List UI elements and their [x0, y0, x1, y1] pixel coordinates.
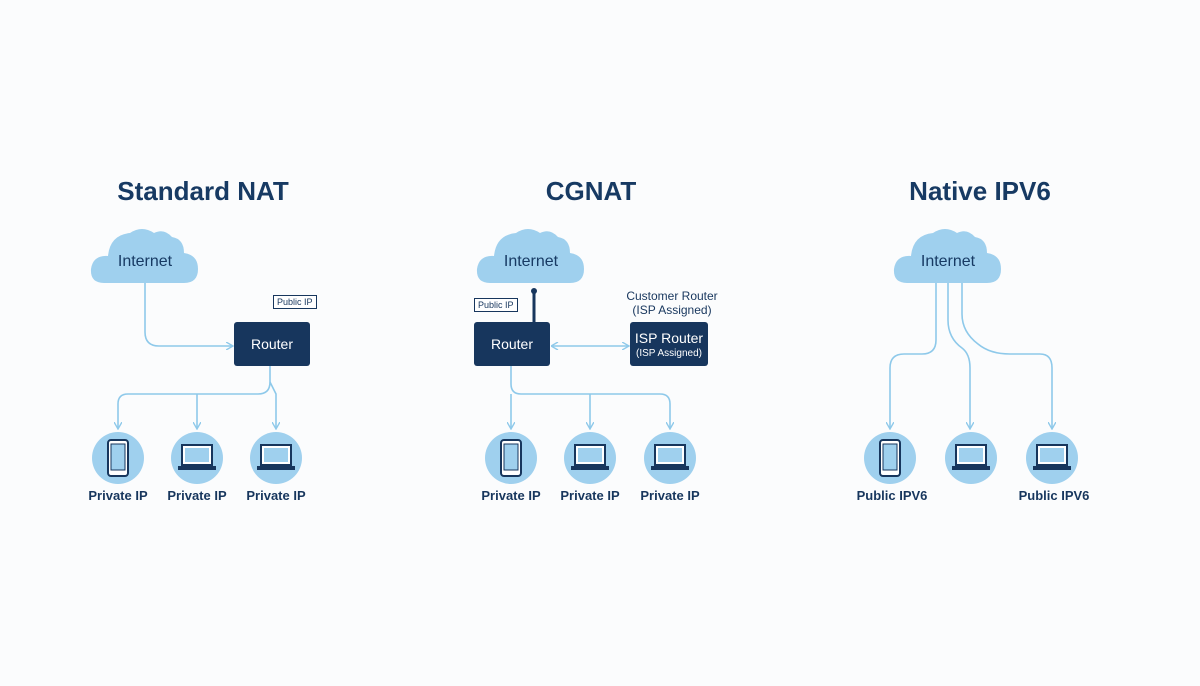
ipv6-line-1 [890, 282, 937, 428]
device-laptop[interactable] [644, 432, 696, 484]
phone-icon [500, 439, 522, 477]
device-laptop[interactable] [564, 432, 616, 484]
laptop-icon [571, 444, 609, 470]
cloud-label: Internet [503, 253, 559, 270]
laptop-icon [178, 444, 216, 470]
device-phone[interactable] [485, 432, 537, 484]
device-laptop[interactable] [171, 432, 223, 484]
device-label: Private IP [640, 488, 700, 503]
isp-router-label: ISP Router [634, 329, 704, 346]
customer-router-note: Customer Router (ISP Assigned) [626, 289, 718, 317]
panel-title-standard-nat: Standard NAT [117, 176, 289, 206]
device-laptop[interactable] [945, 432, 997, 484]
device-label: Private IP [88, 488, 148, 503]
device-label: Private IP [481, 488, 541, 503]
device-label: Private IP [167, 488, 227, 503]
cloud-label: Internet [920, 253, 976, 270]
router-box[interactable]: Router [234, 322, 310, 366]
router-label: Router [250, 336, 294, 352]
laptop-icon [952, 444, 990, 470]
cloud-icon [90, 229, 198, 283]
internet-to-router-line [144, 282, 232, 346]
device-phone[interactable] [864, 432, 916, 484]
laptop-icon [257, 444, 295, 470]
device-phone[interactable] [92, 432, 144, 484]
device-label: Private IP [560, 488, 620, 503]
device-laptop[interactable] [250, 432, 302, 484]
ipv6-line-3 [961, 282, 1052, 428]
isp-router-sublabel: (ISP Assigned) [636, 347, 702, 359]
device-label: Public IPV6 [856, 488, 928, 503]
public-ip-tag: Public IP [273, 295, 317, 309]
panel-title-cgnat: CGNAT [545, 176, 637, 206]
isp-router-box[interactable]: ISP Router (ISP Assigned) [630, 322, 708, 366]
phone-icon [879, 439, 901, 477]
panel-title-native-ipv6: Native IPV6 [909, 176, 1051, 206]
router-to-devices-line [118, 366, 271, 428]
router-box[interactable]: Router [474, 322, 550, 366]
device-label: Private IP [246, 488, 306, 503]
cloud-icon [476, 229, 584, 283]
cloud-icon [893, 229, 1001, 283]
public-ip-tag: Public IP [474, 298, 518, 312]
router-label: Router [490, 336, 534, 352]
phone-icon [107, 439, 129, 477]
laptop-icon [1033, 444, 1071, 470]
ipv6-line-2 [947, 282, 970, 428]
device-laptop[interactable] [1026, 432, 1078, 484]
device-label: Public IPV6 [1018, 488, 1090, 503]
cloud-label: Internet [117, 253, 173, 270]
laptop-icon [651, 444, 689, 470]
antenna-icon [531, 288, 537, 322]
